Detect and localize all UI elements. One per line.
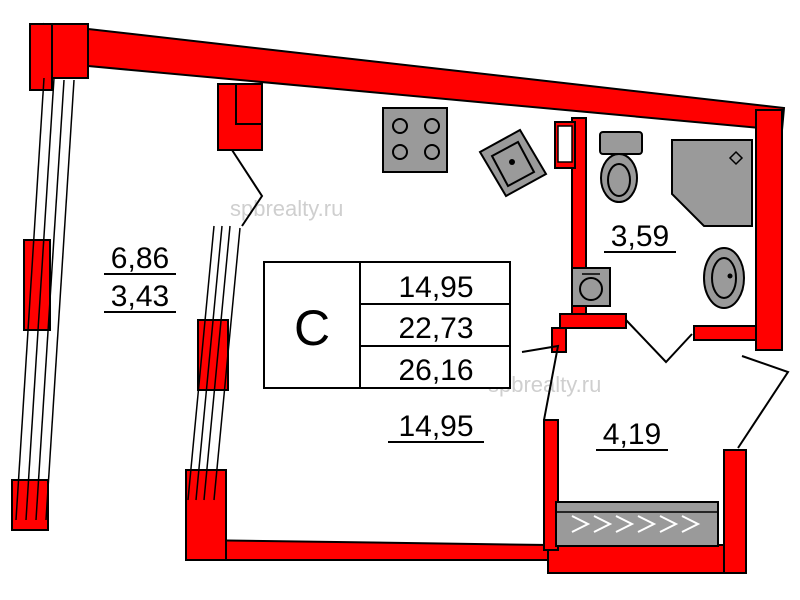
- hall-door-left: [521, 344, 560, 421]
- legend-living-area: 14,95: [398, 271, 473, 304]
- balcony-area-full: 6,86: [111, 242, 169, 275]
- vent-shaft-inner: [557, 125, 573, 163]
- bathroom-area: 3,59: [611, 220, 669, 253]
- hangers: [571, 515, 701, 533]
- bathroom-door: [625, 319, 693, 364]
- bathroom-sink: [703, 247, 745, 309]
- room-bathroom: 3,59: [604, 220, 676, 253]
- toilet: [599, 131, 643, 203]
- hall-wall-left: [543, 419, 559, 551]
- room-balcony: 6,86 3,43: [104, 242, 176, 313]
- wall-right-lower: [723, 449, 747, 574]
- hall-door-right: [737, 355, 790, 449]
- bath-wall-horizontal-left: [559, 313, 627, 329]
- pillar-left-top: [29, 23, 53, 91]
- wall-right: [755, 109, 783, 351]
- living-area: 14,95: [398, 410, 473, 443]
- hallway-area: 4,19: [603, 418, 661, 451]
- balcony-window-left: [15, 77, 75, 521]
- legend-total-with-balcony: 26,16: [398, 354, 473, 387]
- bath-wall-horizontal-right: [693, 325, 757, 341]
- wardrobe: [555, 501, 719, 547]
- legend-total-area: 22,73: [398, 312, 473, 345]
- outer-walls: [11, 22, 786, 574]
- balcony-area-reduced: 3,43: [111, 280, 169, 313]
- apartment-legend: С 14,95 22,73 26,16: [263, 261, 511, 389]
- shower-tray: [671, 139, 753, 227]
- kitchen-sink: [478, 128, 548, 198]
- wall-bottom: [189, 538, 549, 561]
- balcony-window-right: [187, 225, 241, 501]
- room-living: 14,95: [388, 410, 484, 443]
- stove: [382, 107, 448, 173]
- wall-bottom-right: [547, 544, 747, 574]
- balcony-door: [231, 149, 264, 227]
- apartment-type-letter: С: [294, 300, 330, 356]
- pillar-top-center: [235, 83, 263, 125]
- pillar-left-mid: [23, 239, 51, 331]
- room-hallway: 4,19: [596, 418, 668, 451]
- hall-wall-left-upper: [551, 327, 567, 353]
- washing-machine: [571, 267, 611, 307]
